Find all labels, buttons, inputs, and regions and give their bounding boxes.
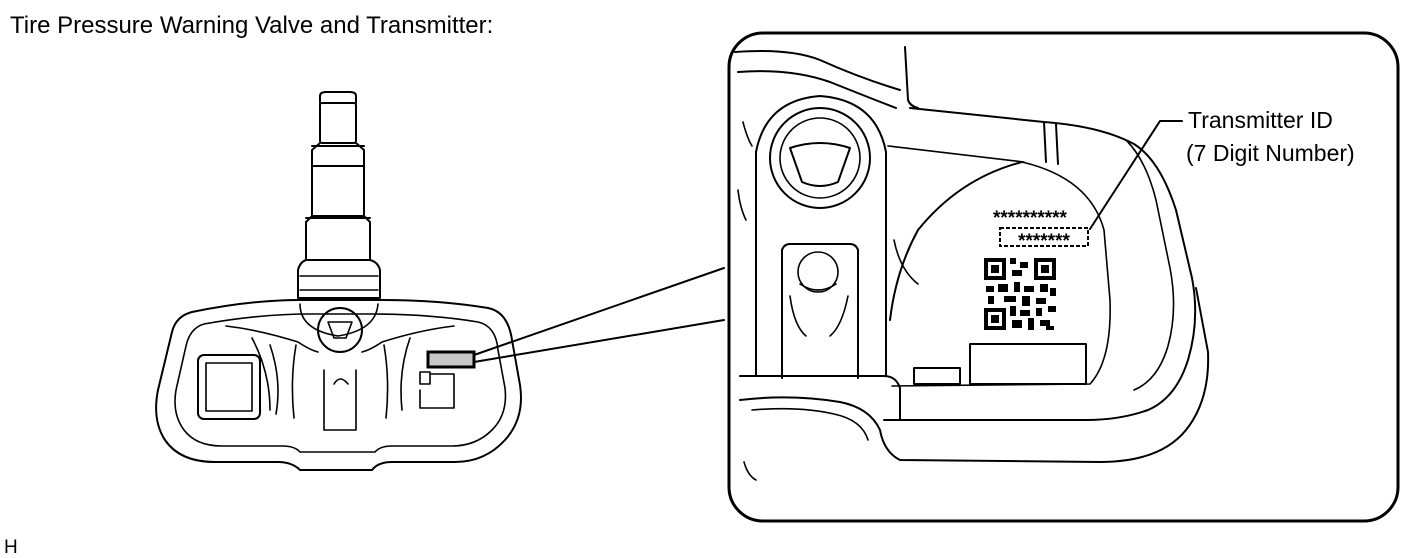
callout-transmitter-id: Transmitter ID bbox=[1188, 107, 1333, 133]
enlarged-transmitter-detail: ********** ******* bbox=[734, 46, 1210, 481]
zoom-leader-lines bbox=[473, 267, 725, 363]
transmitter-id-box bbox=[999, 227, 1089, 247]
valve-stem bbox=[297, 91, 381, 299]
callout-digit-count: (7 Digit Number) bbox=[1186, 140, 1355, 166]
zoom-panel bbox=[727, 31, 1400, 523]
valve-transmitter-drawing bbox=[155, 91, 522, 471]
qr-code bbox=[984, 258, 1056, 330]
diagram-title: Tire Pressure Warning Valve and Transmit… bbox=[10, 12, 493, 39]
id-label-location bbox=[426, 350, 476, 369]
callout-leader bbox=[1089, 120, 1183, 230]
transmitter-id-code: ******* bbox=[1018, 231, 1070, 252]
label-serial-code: ********** bbox=[993, 208, 1068, 229]
transmitter-body bbox=[155, 299, 522, 471]
corner-mark: H bbox=[4, 537, 18, 558]
